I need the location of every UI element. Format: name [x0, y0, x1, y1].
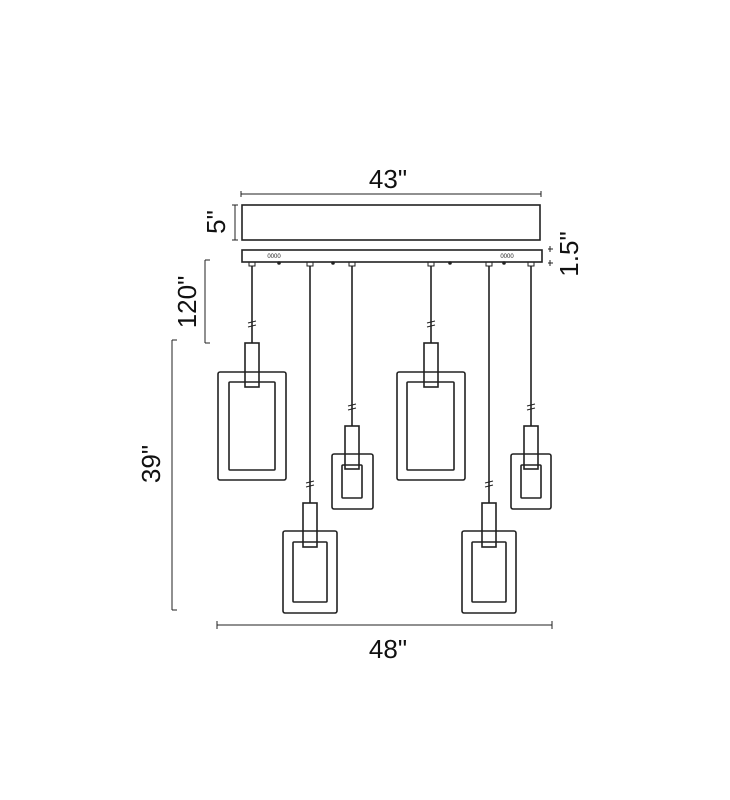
outer-frame [510, 453, 552, 510]
socket-cap [481, 502, 497, 548]
inner-frame [292, 541, 328, 603]
canopy-height-dimension: 5" [201, 204, 238, 241]
inner-frame [406, 381, 455, 471]
inner-frame [341, 464, 363, 499]
cable-break-mark [426, 320, 436, 328]
outer-frame [461, 530, 517, 614]
cable-length-dimension: 120" [172, 259, 210, 344]
canopy-width-label: 43" [369, 164, 407, 194]
pendant-6 [510, 261, 552, 510]
outer-frame [217, 371, 287, 481]
fixture-height-label: 39" [136, 445, 166, 483]
cable-break-mark [247, 320, 257, 328]
outer-frame [396, 371, 466, 481]
fixture-height-dimension: 39" [136, 339, 177, 611]
socket-cap [523, 425, 539, 470]
socket-cap [423, 342, 439, 388]
socket-cap [244, 342, 260, 388]
outer-frame [282, 530, 338, 614]
plate-height-dimension: 1.5" [548, 231, 584, 277]
pendants [217, 261, 552, 614]
socket-cap [344, 425, 360, 470]
cable-break-mark [347, 403, 357, 411]
plate-label-right: 0000 [500, 254, 514, 260]
plate-label-left: 0000 [267, 254, 281, 260]
pendant-1 [217, 261, 287, 481]
overall-width-label: 48" [369, 634, 407, 664]
inner-frame [228, 381, 276, 471]
cable-break-mark [484, 480, 494, 488]
cable-break-mark [526, 403, 536, 411]
canopy-width-dimension: 43" [240, 164, 542, 197]
outer-frame [331, 453, 374, 510]
inner-frame [520, 464, 542, 499]
pendant-3 [331, 261, 374, 510]
mounting-plate [241, 249, 543, 263]
cable-break-mark [305, 480, 315, 488]
pendant-2 [282, 261, 338, 614]
canopy-box [241, 204, 541, 241]
cable-length-label: 120" [172, 276, 202, 329]
plate-screws [277, 261, 506, 265]
overall-width-dimension: 48" [216, 621, 553, 664]
inner-frame [471, 541, 507, 603]
canopy-height-label: 5" [201, 210, 231, 234]
pendant-4 [396, 261, 466, 481]
pendant-5 [461, 261, 517, 614]
plate-height-label: 1.5" [554, 231, 584, 276]
socket-cap [302, 502, 318, 548]
